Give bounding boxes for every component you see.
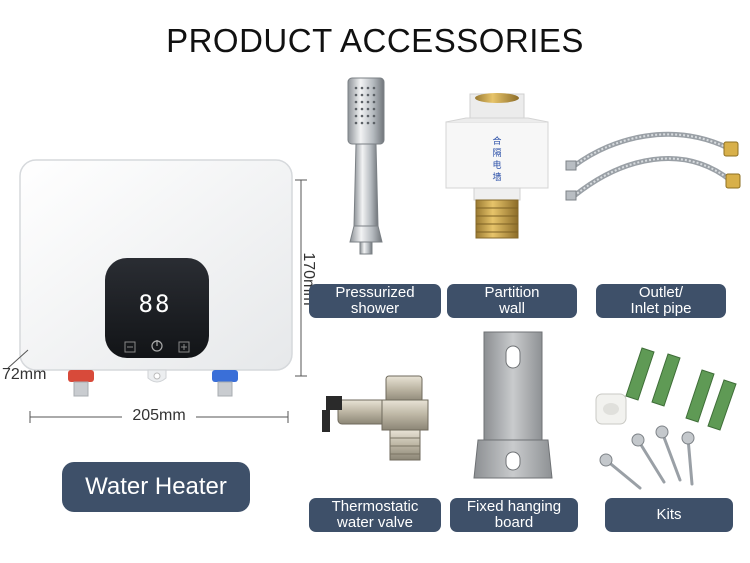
accessory-label-valve: Thermostatic water valve [309,498,441,532]
brass-valve-icon [318,370,450,466]
screws-and-anchors-icon [584,340,744,496]
depth-dimension-line [6,348,30,370]
svg-text:墙: 墙 [492,171,501,183]
svg-text:电: 电 [492,159,501,171]
hose-pipes-icon [564,126,744,210]
accessory-label-pipe: Outlet/ Inlet pipe [596,284,726,318]
page-title: PRODUCT ACCESSORIES [166,22,584,59]
height-dimension-line [294,178,308,378]
svg-text:合: 合 [492,135,501,147]
display-digits: 88 [138,290,172,318]
accessory-label-kits: Kits [605,498,733,532]
water-heater-label: Water Heater [62,462,250,512]
water-heater-image [12,152,304,400]
depth-dimension-label: 72mm [2,366,47,383]
accessory-label-partition: Partition wall [447,284,577,318]
svg-text:隔: 隔 [492,148,501,159]
accessory-label-shower: Pressurized shower [309,284,441,318]
shower-head-icon [338,76,394,260]
partition-fitting-icon: 合 隔 电 墙 [440,92,554,242]
accessory-label-board: Fixed hanging board [450,498,578,532]
hanging-bracket-icon [472,328,556,488]
width-dimension-label: 205mm [122,407,196,425]
